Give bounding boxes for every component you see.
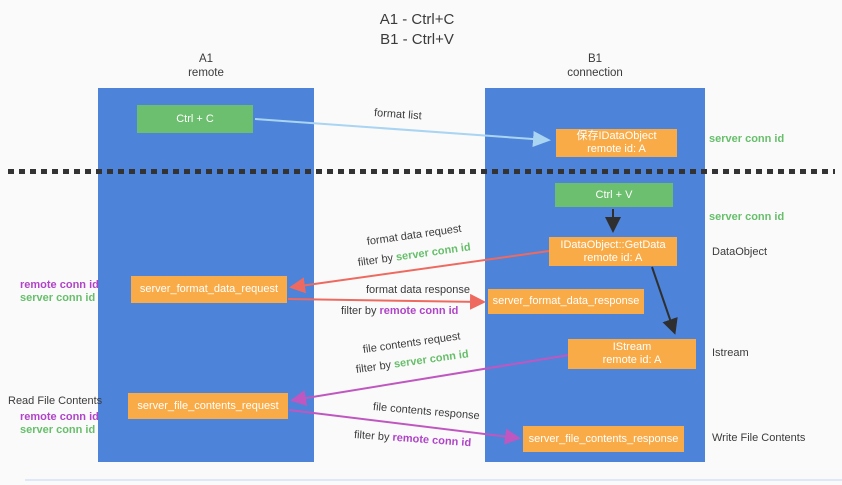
label-istream: Istream: [712, 347, 749, 359]
label-read-file-contents: Read File Contents: [8, 395, 103, 407]
label-file-contents-response: file contents response: [372, 401, 481, 423]
column-a1-id: A1: [198, 53, 214, 65]
label-format-data-response: format data response: [366, 284, 470, 296]
filter-remote-conn-id: remote conn id: [392, 431, 472, 450]
node-server-file-contents-request: server_file_contents_request: [128, 393, 288, 419]
column-b1-id: B1: [587, 53, 603, 65]
bottom-rule: [25, 479, 842, 481]
filter-by-text: filter by: [353, 429, 390, 444]
node-save-line2: remote id: A: [587, 143, 646, 155]
filter-server-conn-id: server conn id: [393, 348, 470, 371]
column-a1-name: remote: [188, 67, 224, 79]
node-idataobject-getdata: IDataObject::GetData remote id: A: [549, 237, 677, 266]
node-ctrl-v-label: Ctrl + V: [595, 188, 633, 201]
label-server-conn-id-mid: server conn id: [709, 211, 785, 223]
node-getdata-line2: remote id: A: [583, 251, 643, 264]
format-data-response-arrow: [287, 293, 486, 310]
node-ctrl-c-label: Ctrl + C: [176, 112, 214, 125]
label-filter-remote-2: filter by remote conn id: [354, 429, 472, 450]
node-format-response-label: server_format_data_response: [492, 295, 640, 307]
node-format-request-label: server_format_data_request: [139, 283, 279, 295]
column-header-b1: B1 connection: [485, 52, 705, 80]
label-remote-conn-id-left-1: remote conn id: [20, 279, 99, 291]
filter-by-text: filter by: [355, 359, 392, 376]
title-line-1: A1 - Ctrl+C: [379, 11, 455, 28]
label-server-conn-id-left-2: server conn id: [20, 424, 96, 436]
diagram-title: A1 - Ctrl+C B1 - Ctrl+V: [0, 10, 834, 50]
node-file-request-label: server_file_contents_request: [137, 399, 279, 412]
node-server-format-data-request: server_format_data_request: [131, 276, 287, 303]
label-remote-conn-id-left-2: remote conn id: [20, 411, 99, 423]
column-b1-name: connection: [567, 67, 623, 79]
node-file-response-label: server_file_contents_response: [528, 432, 679, 445]
node-ctrl-v: Ctrl + V: [555, 183, 673, 207]
node-server-format-data-response: server_format_data_response: [488, 289, 644, 314]
node-ctrl-c: Ctrl + C: [137, 105, 253, 133]
node-istream-line1: IStream: [612, 341, 652, 353]
title-line-2: B1 - Ctrl+V: [380, 31, 454, 48]
filter-by-text: filter by: [341, 305, 377, 317]
label-filter-remote-1: filter by remote conn id: [341, 305, 458, 318]
node-server-file-contents-response: server_file_contents_response: [523, 426, 684, 452]
label-write-file-contents: Write File Contents: [712, 432, 806, 444]
label-server-conn-id-left-1: server conn id: [20, 292, 96, 304]
dotted-separator: [8, 169, 835, 174]
node-istream-line2: remote id: A: [602, 354, 662, 366]
node-save-line1: 保存IDataObject: [576, 130, 657, 142]
column-header-a1: A1 remote: [98, 52, 314, 80]
label-format-list: format list: [373, 107, 423, 123]
filter-by-text: filter by: [357, 252, 394, 269]
label-server-conn-id-top: server conn id: [709, 133, 785, 145]
filter-remote-conn-id: remote conn id: [379, 305, 459, 317]
node-istream: IStream remote id: A: [568, 339, 696, 369]
label-dataobject: DataObject: [712, 246, 768, 258]
node-getdata-line1: IDataObject::GetData: [560, 238, 666, 251]
node-save-idataobject: 保存IDataObject remote id: A: [556, 129, 677, 157]
filter-server-conn-id: server conn id: [395, 241, 472, 264]
